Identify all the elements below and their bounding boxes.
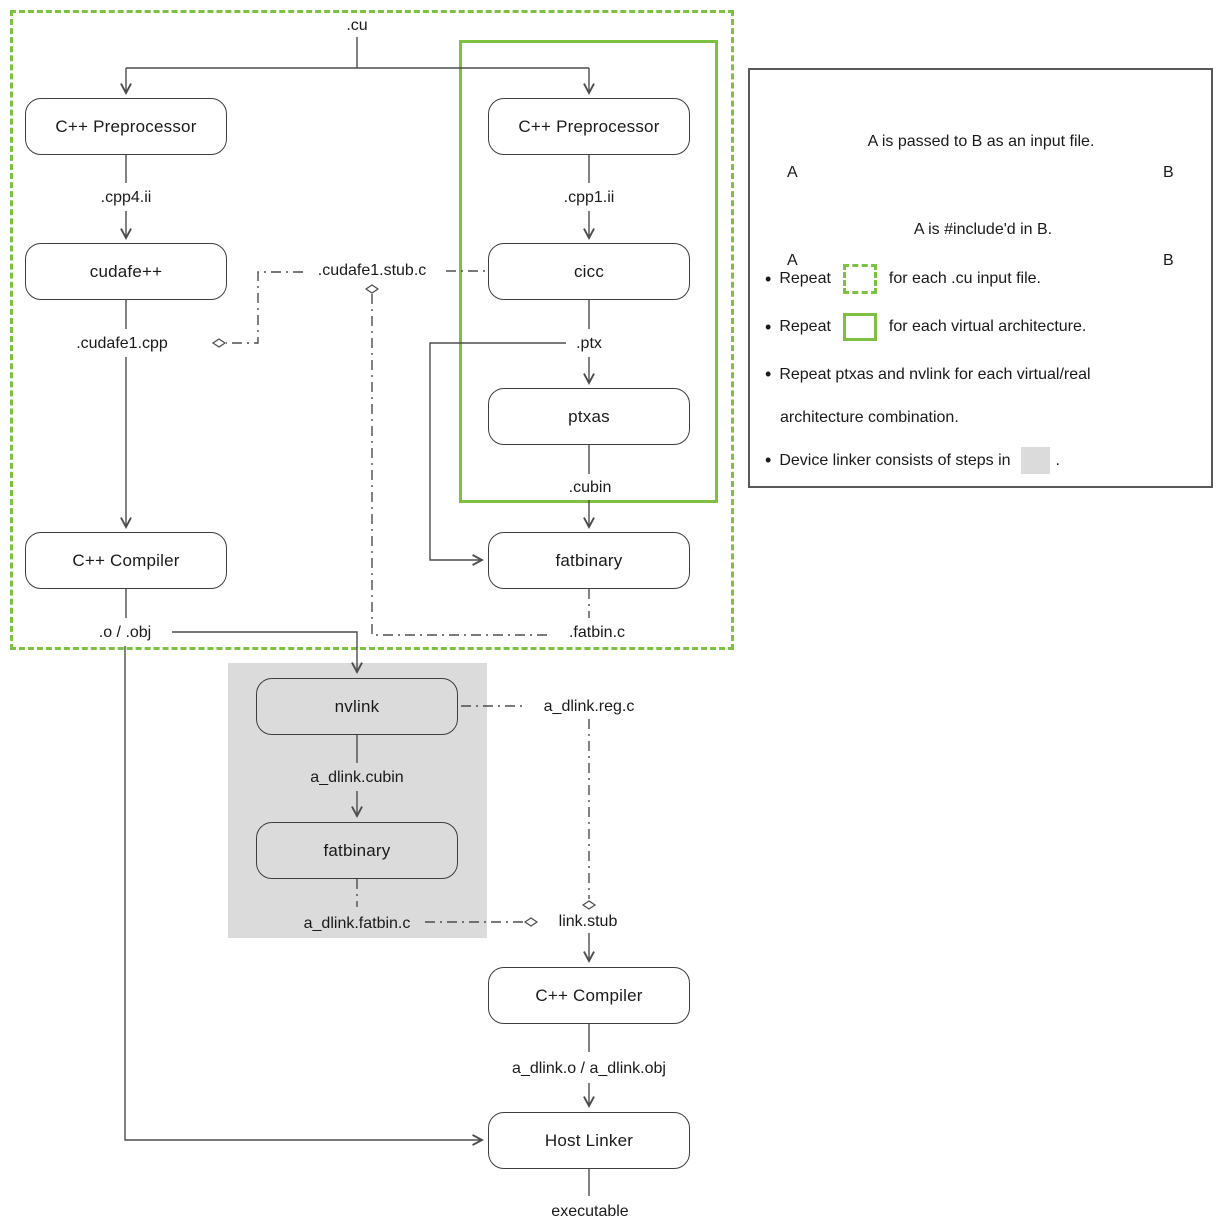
file-label-ptx: .ptx [576, 335, 602, 352]
file-label-cudafe1-stub-c: .cudafe1.stub.c [317, 262, 427, 279]
legend-repeat-cu-label: Repeat [779, 270, 831, 287]
file-label-cpp4ii: .cpp4.ii [100, 189, 152, 206]
file-label-o-obj: .o / .obj [98, 624, 152, 641]
legend-gray-square-icon [1020, 447, 1050, 474]
connector-ptx-to-fatbinary-elbow [429, 342, 566, 560]
legend-bullet-repeat-va: • Repeat for each virtual architecture. [765, 313, 1086, 341]
connector-cudafe1stub-to-cudafe1cpp [226, 271, 303, 344]
legend-solid-square-icon [842, 313, 877, 341]
legend-bullet-ptxas-nvlink: • Repeat ptxas and nvlink for each virtu… [765, 364, 1091, 385]
bullet-dot: • [765, 316, 772, 337]
node-fatbinary-virtual: fatbinary [488, 532, 690, 589]
file-label-cpp1ii: .cpp1.ii [563, 189, 615, 206]
bullet-dot: • [765, 364, 772, 384]
node-fatbinary-device: fatbinary [256, 822, 458, 879]
node-cudafe: cudafe++ [25, 243, 227, 300]
legend-box: A B A is passed to B as an input file. A… [748, 68, 1213, 488]
node-nvlink: nvlink [256, 678, 458, 735]
file-label-adlink-cubin: a_dlink.cubin [310, 769, 404, 786]
legend-dashed-square-icon [842, 264, 877, 294]
legend-passed-caption: A is passed to B as an input file. [867, 133, 1095, 150]
legend-bullet-ptxas-nvlink-line2: architecture combination. [780, 409, 959, 427]
legend-ptxas-line1: Repeat ptxas and nvlink for each virtual… [779, 365, 1091, 383]
legend-include-b: B [1163, 252, 1174, 269]
legend-device-prefix: Device linker consists of steps in [779, 451, 1011, 469]
legend-bullet-repeat-cu: • Repeat for each .cu input file. [765, 264, 1041, 294]
node-host-linker: Host Linker [488, 1112, 690, 1169]
bullet-dot: • [765, 268, 772, 289]
node-cpp-preprocessor-left: C++ Preprocessor [25, 98, 227, 155]
legend-bullet-device-linker: • Device linker consists of steps in . [765, 447, 1060, 474]
legend-include-a: A [787, 252, 798, 269]
file-label-cubin: .cubin [568, 479, 612, 496]
file-label-adlink-fatbin-c: a_dlink.fatbin.c [303, 915, 411, 932]
legend-repeat-va-label: Repeat [779, 318, 831, 335]
legend-include-caption: A is #include'd in B. [913, 221, 1053, 238]
file-label-adlink-o-obj: a_dlink.o / a_dlink.obj [512, 1060, 666, 1077]
bullet-dot: • [765, 450, 772, 470]
legend-repeat-va-suffix: for each virtual architecture. [888, 318, 1087, 335]
file-label-cudafe1-cpp: .cudafe1.cpp [76, 335, 168, 352]
include-diamond-cudafe1cpp [211, 338, 227, 348]
node-cicc: cicc [488, 243, 690, 300]
file-label-link-stub: link.stub [558, 913, 618, 930]
include-diamond-linkstub-top [581, 900, 597, 910]
node-cpp-compiler-left: C++ Compiler [25, 532, 227, 589]
file-label-executable: executable [551, 1203, 629, 1220]
node-ptxas: ptxas [488, 388, 690, 445]
legend-passed-b: B [1163, 164, 1174, 181]
legend-passed-a: A [787, 164, 798, 181]
node-cpp-preprocessor-right: C++ Preprocessor [488, 98, 690, 155]
file-label-fatbin-c: .fatbin.c [568, 624, 626, 641]
node-cpp-compiler-host: C++ Compiler [488, 967, 690, 1024]
file-label-adlink-reg-c: a_dlink.reg.c [543, 698, 635, 715]
connector-fatbinc-to-cudafe1stub [371, 294, 551, 636]
file-label-cu: .cu [346, 17, 368, 34]
legend-repeat-cu-suffix: for each .cu input file. [888, 270, 1041, 287]
legend-device-suffix: . [1055, 451, 1060, 469]
include-diamond-cudafe1stub [364, 284, 380, 294]
include-diamond-linkstub-left [523, 917, 539, 927]
per-cu-file-region [10, 10, 734, 650]
connector-oobj-to-nvlink [172, 631, 357, 672]
legend-ptxas-line2: architecture combination. [780, 409, 959, 426]
connector-oobj-to-host-linker [124, 646, 482, 1140]
